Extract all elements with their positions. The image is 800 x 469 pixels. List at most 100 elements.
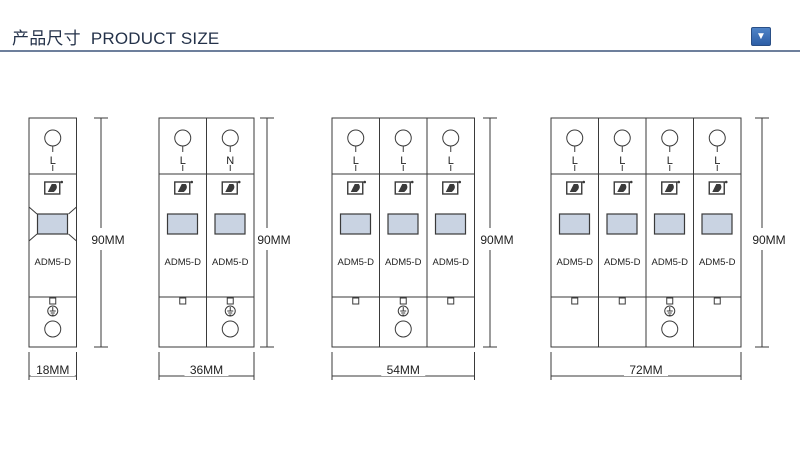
model-label: ADM5-D — [338, 257, 375, 268]
width-dim-label: 54MM — [387, 363, 420, 377]
terminal-screw-icon — [613, 129, 631, 147]
brand-logo-icon — [174, 180, 194, 195]
height-dim-label: 90MM — [480, 233, 513, 247]
pole-label: L — [667, 155, 673, 167]
model-label: ADM5-D — [557, 257, 594, 268]
logo-glyph — [47, 184, 57, 192]
brand-logo-icon — [347, 180, 367, 195]
model-label: ADM5-D — [212, 257, 249, 268]
status-window — [36, 213, 69, 235]
ground-terminal-icon — [394, 305, 412, 338]
ground-screw-icon — [394, 320, 412, 338]
brand-logo-icon — [613, 180, 633, 195]
terminal-square — [399, 297, 407, 305]
status-window — [166, 213, 199, 235]
ground-terminal-icon — [661, 305, 679, 338]
logo-dot — [60, 180, 64, 184]
status-window — [434, 213, 467, 235]
height-dim-label: 90MM — [257, 233, 290, 247]
height-dim-label: 90MM — [752, 233, 785, 247]
width-dim-label-bg — [381, 362, 426, 376]
pole-label: L — [572, 155, 578, 167]
pole-label: L — [180, 155, 186, 167]
width-dim-label-bg — [30, 362, 75, 376]
logo-dot — [410, 180, 414, 184]
logo-glyph — [398, 184, 408, 192]
model-label: ADM5-D — [165, 257, 202, 268]
model-label: ADM5-D — [35, 257, 72, 268]
terminal-screw-icon — [44, 129, 62, 147]
terminal-square — [226, 297, 234, 305]
status-window — [558, 213, 591, 235]
width-dim-label-bg — [184, 362, 229, 376]
product-drawing: L ADM5-D 90MM 18MM — [28, 117, 125, 380]
brand-logo-icon — [221, 180, 241, 195]
model-label: ADM5-D — [652, 257, 689, 268]
logo-dot — [190, 180, 194, 184]
logo-dot — [724, 180, 728, 184]
ground-terminal-icon — [221, 305, 239, 338]
terminal-screw-icon — [661, 129, 679, 147]
model-label: ADM5-D — [699, 257, 736, 268]
ground-symbol-ring — [397, 305, 409, 317]
terminal-screw-icon — [394, 129, 412, 147]
body-ridge — [28, 206, 38, 242]
logo-dot — [363, 180, 367, 184]
logo-glyph — [177, 184, 187, 192]
pole-label: L — [448, 155, 454, 167]
logo-glyph — [350, 184, 360, 192]
terminal-screw-icon — [708, 129, 726, 147]
pole-label: L — [400, 155, 406, 167]
section-title-cn: 产品尺寸 — [12, 29, 81, 48]
ground-symbol-ring — [47, 305, 59, 317]
width-dim-label: 36MM — [190, 363, 223, 377]
model-label: ADM5-D — [385, 257, 422, 268]
brand-logo-icon — [661, 180, 681, 195]
ground-screw-icon — [221, 320, 239, 338]
terminal-screw-icon — [347, 129, 365, 147]
model-label: ADM5-D — [433, 257, 470, 268]
ground-symbol — [49, 307, 56, 316]
product-drawing: L ADM5-D N ADM5-D 90MM 36MM — [158, 117, 291, 380]
terminal-square — [352, 297, 360, 305]
terminal-screw-icon — [174, 129, 192, 147]
logo-glyph — [664, 184, 674, 192]
height-dim-label: 90MM — [91, 233, 124, 247]
terminal-screw-icon — [442, 129, 460, 147]
body-ridge — [68, 206, 77, 242]
logo-dot — [237, 180, 241, 184]
terminal-square — [49, 297, 57, 305]
terminal-square — [713, 297, 721, 305]
ground-symbol-ring — [664, 305, 676, 317]
logo-dot — [582, 180, 586, 184]
terminal-screw-icon — [566, 129, 584, 147]
terminal-square — [618, 297, 626, 305]
collapse-button[interactable]: ▼ — [751, 27, 771, 46]
pole-label: N — [226, 155, 234, 167]
brand-logo-icon — [566, 180, 586, 195]
chevron-down-icon: ▼ — [756, 30, 766, 42]
brand-logo-icon — [394, 180, 414, 195]
status-window — [339, 213, 372, 235]
ground-terminal-icon — [44, 305, 62, 338]
status-window — [606, 213, 638, 235]
logo-dot — [629, 180, 633, 184]
ground-screw-icon — [661, 320, 679, 338]
status-window — [214, 213, 246, 235]
brand-logo-icon — [44, 180, 64, 195]
terminal-square — [179, 297, 187, 305]
logo-glyph — [225, 184, 235, 192]
ground-screw-icon — [44, 320, 62, 338]
module-outline — [331, 117, 475, 348]
status-window — [653, 213, 686, 235]
ground-symbol-ring — [224, 305, 236, 317]
pole-label: L — [50, 155, 56, 167]
width-dim-label: 18MM — [36, 363, 69, 377]
terminal-square — [447, 297, 455, 305]
terminal-screw-icon — [221, 129, 239, 147]
